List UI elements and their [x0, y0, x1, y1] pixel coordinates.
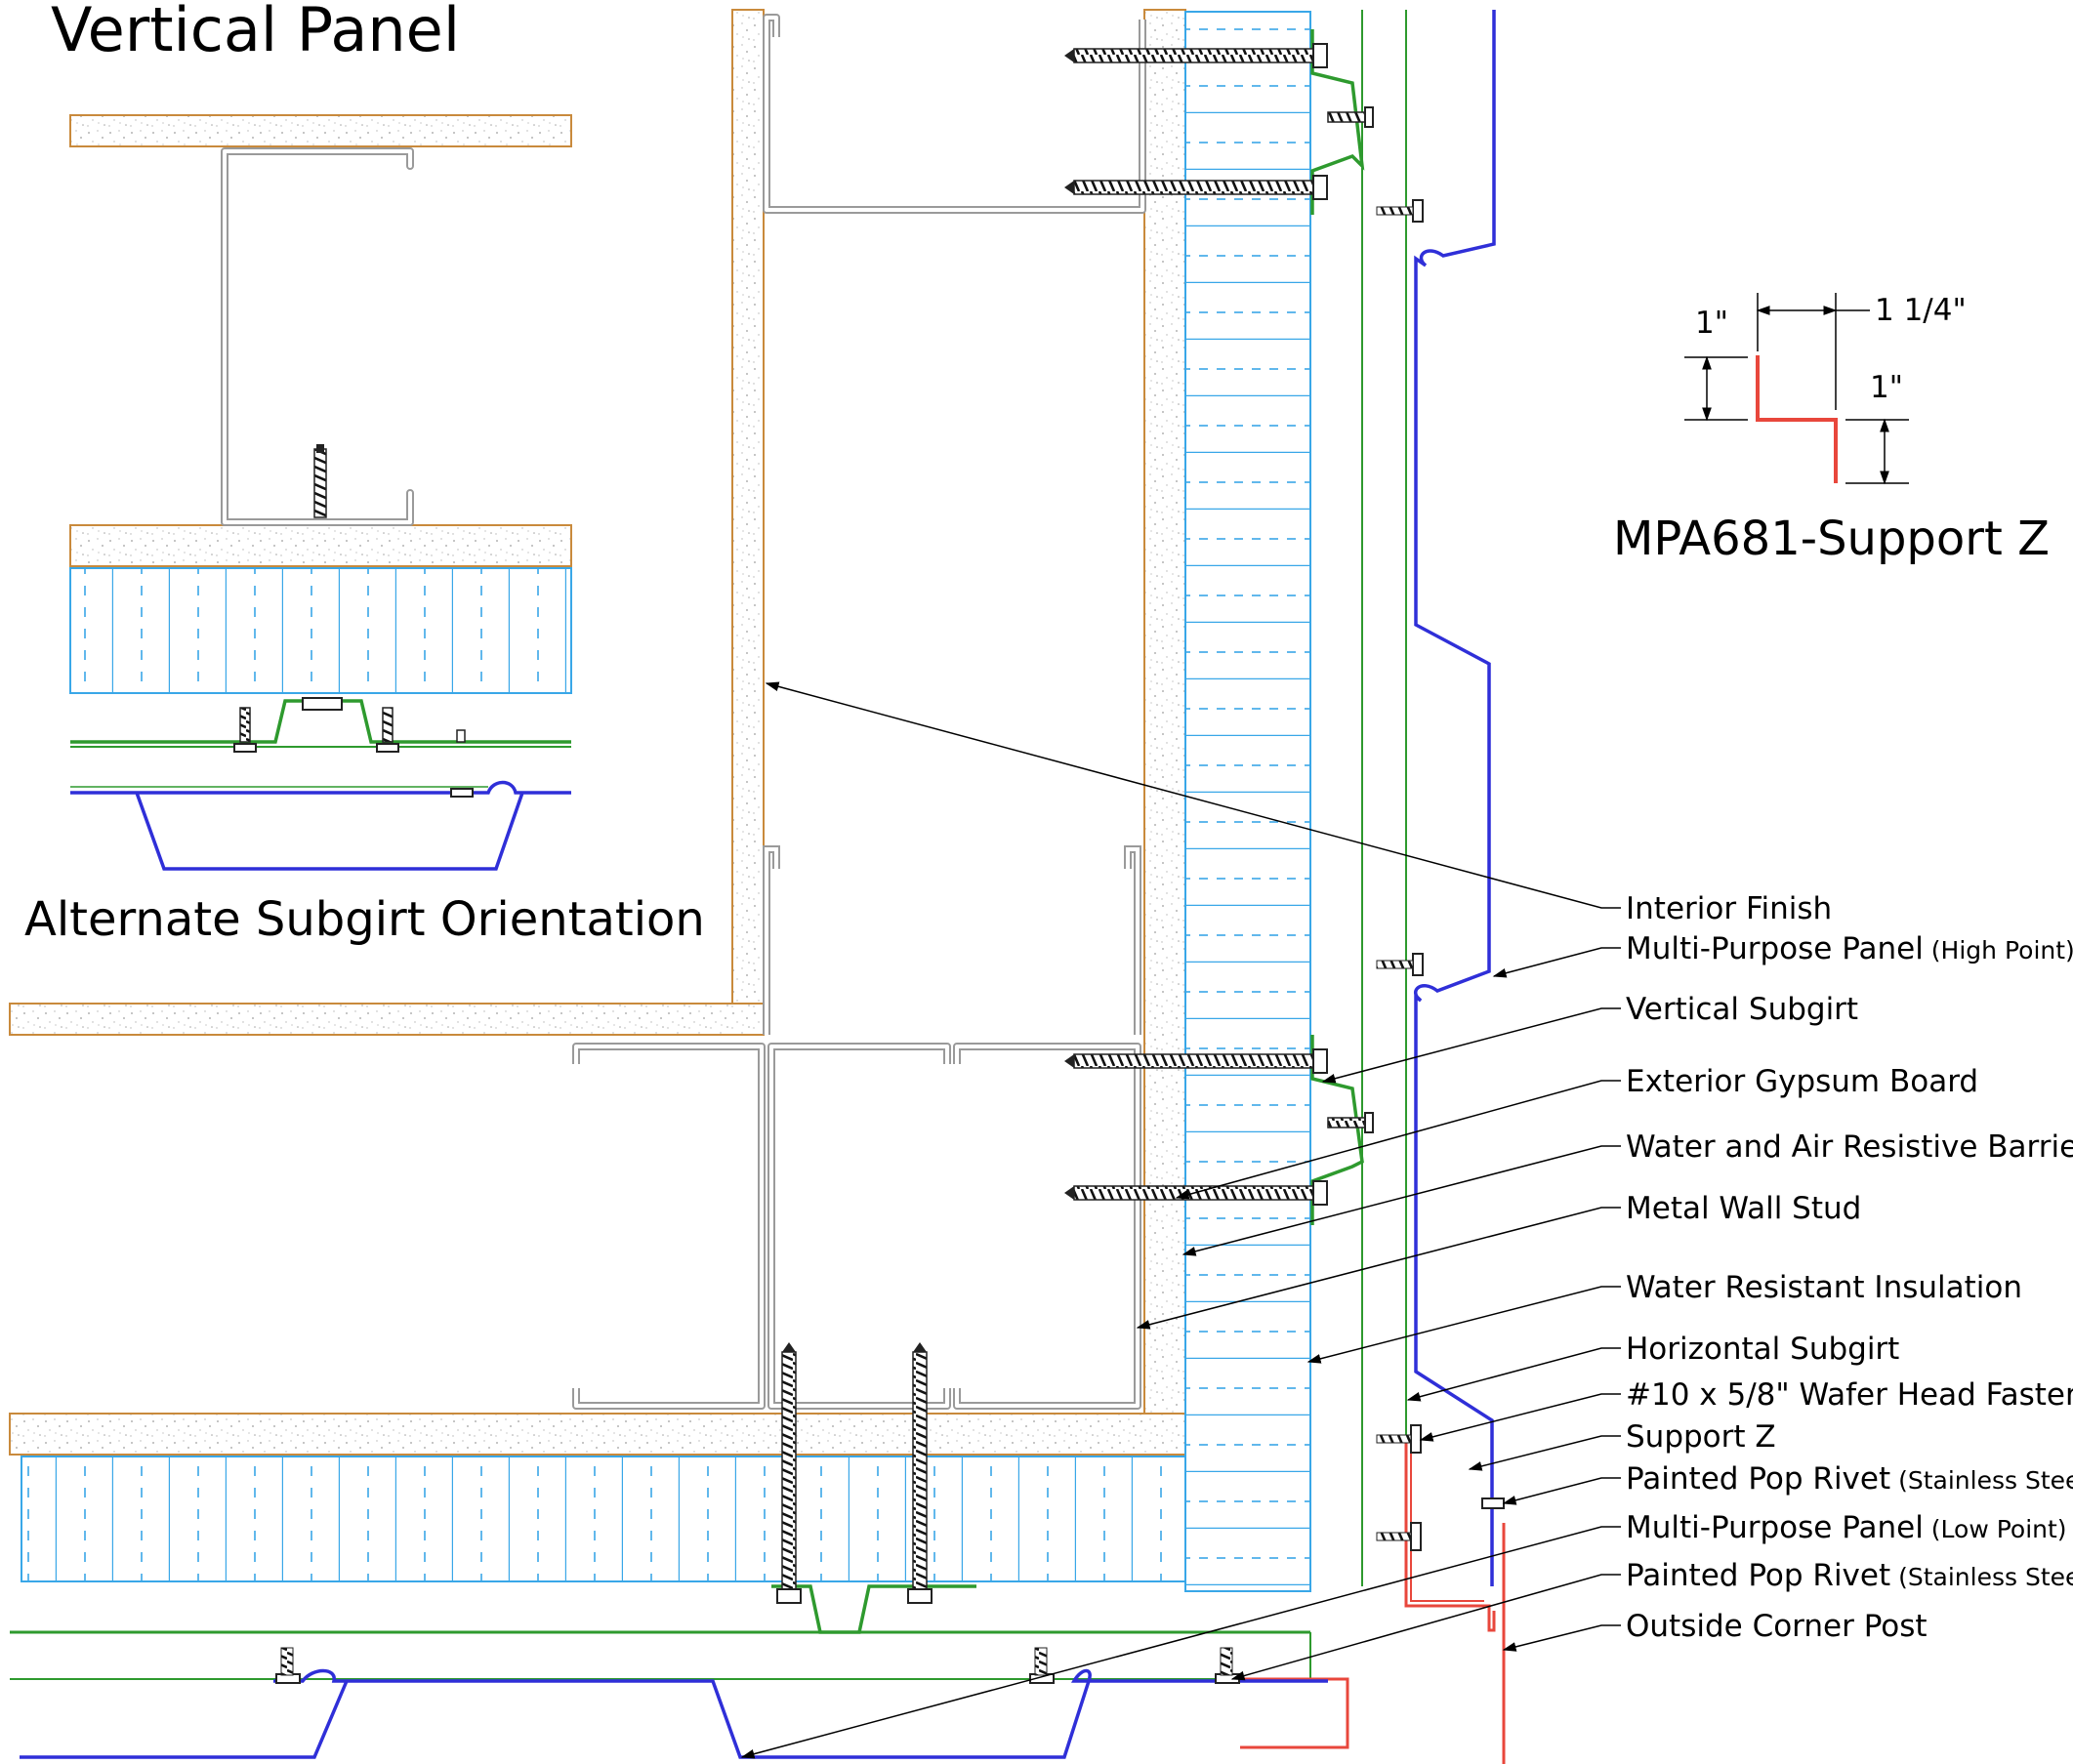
support-z-profile [1684, 293, 1909, 485]
interior-finish-horizontal [9, 1003, 765, 1036]
label-pop-rivet-1: Painted Pop Rivet (Stainless Steel) [1626, 1461, 2073, 1497]
label-pop-rivet-2-note: (Stainless Steel) [1890, 1563, 2073, 1591]
main-detail [9, 9, 1506, 1764]
label-interior-finish-text: Interior Finish [1626, 891, 1832, 926]
leader-outside-corner-post [1502, 1624, 1621, 1652]
label-exterior-gypsum-board: Exterior Gypsum Board [1626, 1064, 1978, 1099]
leader-water-resistant-insulation [1306, 1286, 1621, 1364]
label-vertical-subgirt: Vertical Subgirt [1626, 992, 1858, 1027]
leader-multi-purpose-panel-high [1492, 947, 1621, 978]
label-wafer-head-fastener-text: #10 x 5/8" Wafer Head Fastener [1626, 1377, 2073, 1413]
leader-pop-rivet-1 [1502, 1477, 1621, 1505]
short-fastener-icon [1327, 1112, 1374, 1133]
label-metal-wall-stud-text: Metal Wall Stud [1626, 1191, 1861, 1226]
label-outside-corner-post: Outside Corner Post [1626, 1609, 1928, 1644]
alt-fastener-icon [376, 707, 399, 753]
label-multi-purpose-panel-high-text: Multi-Purpose Panel [1626, 931, 1924, 966]
label-support-z-text: Support Z [1626, 1419, 1776, 1455]
label-horizontal-subgirt: Horizontal Subgirt [1626, 1332, 1899, 1367]
alt-panel [70, 780, 571, 871]
dim-1-inch-left: 1" [1695, 306, 1728, 341]
long-screw-icon [1064, 43, 1328, 68]
vertical-subgirt [1310, 10, 1407, 1586]
label-pop-rivet-2: Painted Pop Rivet (Stainless Steel) [1626, 1558, 2073, 1593]
leader-exterior-gypsum-board [1175, 1080, 1621, 1200]
label-outside-corner-post-text: Outside Corner Post [1626, 1609, 1928, 1644]
title-alternate-subgirt-orientation: Alternate Subgirt Orientation [24, 892, 705, 947]
leader-horizontal-subgirt [1406, 1347, 1621, 1402]
leader-water-air-barrier [1182, 1145, 1621, 1256]
dim-1-1-4-inch: 1 1/4" [1875, 293, 1967, 328]
label-water-resistant-insulation: Water Resistant Insulation [1626, 1270, 2022, 1305]
long-screw-icon [776, 1342, 802, 1604]
label-multi-purpose-panel-low-text: Multi-Purpose Panel [1626, 1510, 1924, 1545]
label-water-resistant-insulation-text: Water Resistant Insulation [1626, 1270, 2022, 1305]
label-support-z: Support Z [1626, 1419, 1776, 1455]
label-multi-purpose-panel-low: Multi-Purpose Panel (Low Point) [1626, 1510, 2067, 1545]
label-vertical-subgirt-text: Vertical Subgirt [1626, 992, 1858, 1027]
leader-wafer-head-fastener [1419, 1393, 1621, 1442]
alternate-detail [69, 114, 572, 871]
exterior-gypsum-horizontal [9, 1413, 1186, 1456]
leader-interior-finish [765, 681, 1621, 909]
horizontal-subgirt [10, 1584, 1311, 1680]
metal-wall-stud [572, 14, 1146, 1410]
long-screw-icon [1064, 1048, 1328, 1074]
interior-finish-vertical [731, 9, 765, 1005]
alt-fastener-icon [233, 707, 257, 753]
multi-purpose-panel-horizontal [20, 1647, 1328, 1759]
leader-pop-rivet-2 [1230, 1574, 1621, 1681]
label-exterior-gypsum-board-text: Exterior Gypsum Board [1626, 1064, 1978, 1099]
multi-purpose-panel-vertical [1376, 10, 1496, 1586]
support-z [1376, 1424, 1505, 1632]
dim-1-inch-right: 1" [1870, 370, 1903, 405]
leader-vertical-subgirt [1321, 1007, 1621, 1084]
title-mpa681-support-z: MPA681-Support Z [1613, 512, 2050, 566]
leader-support-z [1468, 1435, 1621, 1471]
short-fastener-icon [1327, 106, 1374, 128]
label-pop-rivet-2-text: Painted Pop Rivet [1626, 1558, 1890, 1593]
leader-lines [740, 681, 1621, 1759]
water-resistant-insulation-horizontal [21, 1456, 1186, 1582]
long-screw-icon [1064, 175, 1328, 200]
label-multi-purpose-panel-high: Multi-Purpose Panel (High Point) [1626, 931, 2073, 966]
label-wafer-head-fastener: #10 x 5/8" Wafer Head Fastener [1626, 1377, 2073, 1413]
label-water-air-barrier-text: Water and Air Resistive Barrier [1626, 1129, 2073, 1165]
label-multi-purpose-panel-high-note: (High Point) [1924, 936, 2073, 964]
label-water-air-barrier: Water and Air Resistive Barrier [1626, 1129, 2073, 1165]
label-horizontal-subgirt-text: Horizontal Subgirt [1626, 1332, 1899, 1367]
exterior-gypsum-vertical [1143, 9, 1186, 1456]
label-multi-purpose-panel-low-note: (Low Point) [1924, 1515, 2067, 1543]
label-pop-rivet-1-text: Painted Pop Rivet [1626, 1461, 1890, 1497]
alt-screw-icon [313, 444, 327, 518]
label-pop-rivet-1-note: (Stainless Steel) [1890, 1466, 2073, 1495]
label-metal-wall-stud: Metal Wall Stud [1626, 1191, 1861, 1226]
leader-metal-wall-stud [1136, 1207, 1621, 1330]
leader-multi-purpose-panel-low [740, 1526, 1621, 1759]
title-vertical-panel: Vertical Panel [51, 0, 460, 65]
long-screw-icon [907, 1342, 933, 1604]
label-interior-finish: Interior Finish [1626, 891, 1832, 926]
